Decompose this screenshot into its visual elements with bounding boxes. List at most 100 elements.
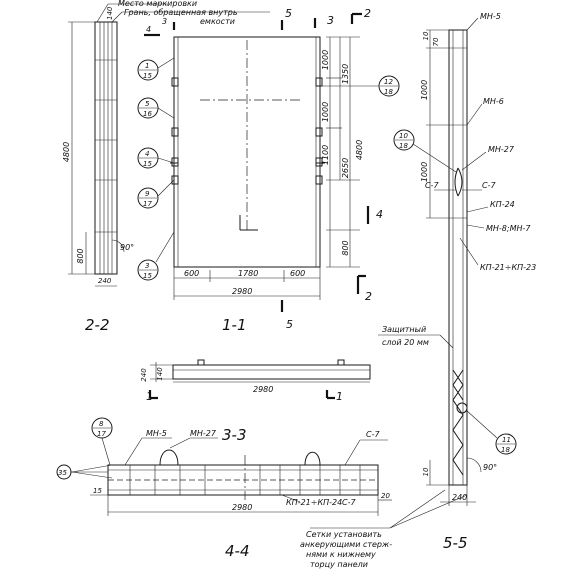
callout-12-18: 12 18 xyxy=(320,75,400,97)
note-face-inside-2: емкости xyxy=(200,17,235,26)
mark-c7-4-4-top: С-7 xyxy=(366,430,380,439)
angle-90-5-5: 90° xyxy=(483,463,497,472)
mark-kp21-kp23: КП-21÷КП-23 xyxy=(480,263,536,272)
mark-c7-right: С-7 xyxy=(482,181,496,190)
view-3-3-4-4: 2980 35 15 20 МН-5 МН-27 С-7 КП-21÷КП-24… xyxy=(56,417,468,569)
callout-1-15: 1 15 xyxy=(137,57,175,81)
cut-1-label-right: 1 xyxy=(336,390,343,403)
svg-text:17: 17 xyxy=(143,200,152,208)
svg-text:1: 1 xyxy=(145,62,149,70)
mark-kp24-5-5: КП-24 xyxy=(490,200,515,209)
view-label-1-1: 1-1 xyxy=(222,316,247,334)
svg-text:5: 5 xyxy=(145,100,150,108)
mark-mn5-5-5: МН-5 xyxy=(480,12,501,21)
cut-4-label-right: 4 xyxy=(376,208,383,221)
callout-3-15: 3 15 xyxy=(137,231,175,281)
note-protective-1: Защитный xyxy=(382,325,426,334)
dim-4800-left: 4800 xyxy=(62,142,71,162)
view-label-3-3: 3-3 xyxy=(222,426,247,444)
dim-800-left: 800 xyxy=(76,248,85,263)
svg-text:4: 4 xyxy=(145,150,149,158)
cut-3-label: 3 xyxy=(162,17,167,26)
note-face-inside: Грань, обращенная внутрь xyxy=(124,8,238,17)
dim-240-5-5: 240 xyxy=(452,493,467,502)
dim-2650: 2650 xyxy=(341,158,350,178)
dim-1000-5-5-top: 1000 xyxy=(420,80,429,100)
cut-2-label-top: 2 xyxy=(364,7,371,20)
callout-11-18: 11 18 xyxy=(465,409,517,455)
svg-text:10: 10 xyxy=(399,132,408,140)
cut-5-label-top: 5 xyxy=(285,7,292,20)
dim-800-right: 800 xyxy=(341,240,350,255)
callout-9-17: 9 17 xyxy=(137,179,175,209)
view-label-5-5: 5-5 xyxy=(443,534,468,552)
svg-text:18: 18 xyxy=(501,446,510,454)
view-5-5: 10 70 1000 1000 10 240 90° МН-5 МН-6 МН-… xyxy=(378,12,536,552)
mark-mn5-4-4: МН-5 xyxy=(146,429,167,438)
callout-5-16: 5 16 xyxy=(137,97,175,119)
dim-10-top: 10 xyxy=(422,31,430,40)
svg-text:16: 16 xyxy=(143,110,152,118)
mark-c7-left: С-7 xyxy=(425,181,439,190)
mark-kp21-kp24: КП-21÷КП-24 xyxy=(286,498,342,507)
view-label-2-2: 2-2 xyxy=(85,316,110,334)
svg-text:18: 18 xyxy=(399,142,408,150)
view-cut-1: 240 140 2980 1 1 xyxy=(140,359,371,403)
callout-8-17: 8 17 xyxy=(91,417,113,466)
cut-3-label-right: 3 xyxy=(327,14,334,27)
note-mesh-3: нями к нижнему xyxy=(306,550,376,559)
svg-text:15: 15 xyxy=(143,160,152,168)
dim-35: 35 xyxy=(58,469,67,477)
dim-1000-right: 1000 xyxy=(321,50,330,70)
mark-mn27-5-5: МН-27 xyxy=(488,145,515,154)
svg-text:15: 15 xyxy=(143,272,152,280)
dim-240-left: 240 xyxy=(98,277,112,285)
cut-1-label-left: 1 xyxy=(146,390,153,403)
mark-mn8-mn7: МН-8;МН-7 xyxy=(486,224,531,233)
callout-10-18: 10 18 xyxy=(393,129,457,173)
dim-140-cut1: 140 xyxy=(156,367,164,381)
dim-600-right: 600 xyxy=(290,269,305,278)
dim-2980-main: 2980 xyxy=(232,287,252,296)
cut-2-label-bottom: 2 xyxy=(365,290,372,303)
dim-15: 15 xyxy=(93,487,102,495)
note-mesh-2: анкерующими стерж- xyxy=(300,540,392,549)
cut-5-label-bottom: 5 xyxy=(286,318,293,331)
svg-text:3: 3 xyxy=(145,262,149,270)
svg-text:15: 15 xyxy=(143,72,152,80)
dim-2980-4-4: 2980 xyxy=(232,503,252,512)
dim-1100: 1100 xyxy=(321,145,330,165)
cut-4-label: 4 xyxy=(146,25,151,34)
svg-text:11: 11 xyxy=(502,436,511,444)
mark-mn27-4-4: МН-27 xyxy=(190,429,217,438)
mark-mn6: МН-6 xyxy=(483,97,504,106)
dim-1000-5-5-bottom: 1000 xyxy=(420,162,429,182)
dim-1350: 1350 xyxy=(341,64,350,84)
dim-1780: 1780 xyxy=(238,269,258,278)
view-1-1: 4 3 5 3 2 4 1000 1350 1000 1100 2650 480… xyxy=(137,7,400,334)
angle-90-left: 90° xyxy=(120,243,134,252)
svg-text:12: 12 xyxy=(384,78,393,86)
dim-2980-cut1: 2980 xyxy=(253,385,273,394)
svg-text:18: 18 xyxy=(384,88,393,96)
note-mesh-4: торцу панели xyxy=(310,560,368,569)
svg-text:9: 9 xyxy=(145,190,150,198)
dim-1000-mid: 1000 xyxy=(321,102,330,122)
note-protective-2: слой 20 мм xyxy=(382,338,429,347)
view-label-4-4: 4-4 xyxy=(225,542,250,560)
dim-20: 20 xyxy=(381,492,390,500)
dim-600-left: 600 xyxy=(184,269,199,278)
svg-text:17: 17 xyxy=(97,430,106,438)
dim-10-bottom: 10 xyxy=(422,467,430,476)
dim-70: 70 xyxy=(432,37,440,46)
mark-c7-4-4-bottom: С-7 xyxy=(342,498,356,507)
dim-240-cut1: 240 xyxy=(140,368,148,382)
svg-text:8: 8 xyxy=(99,420,104,428)
dim-140-left: 140 xyxy=(106,6,114,20)
callout-4-15: 4 15 xyxy=(137,147,175,169)
note-mesh-1: Сетки установить xyxy=(306,530,382,539)
dim-4800-right: 4800 xyxy=(355,140,364,160)
view-2-2: 4800 800 240 140 90° Место маркировки Гр… xyxy=(62,0,270,334)
note-marking-place: Место маркировки xyxy=(118,0,197,8)
